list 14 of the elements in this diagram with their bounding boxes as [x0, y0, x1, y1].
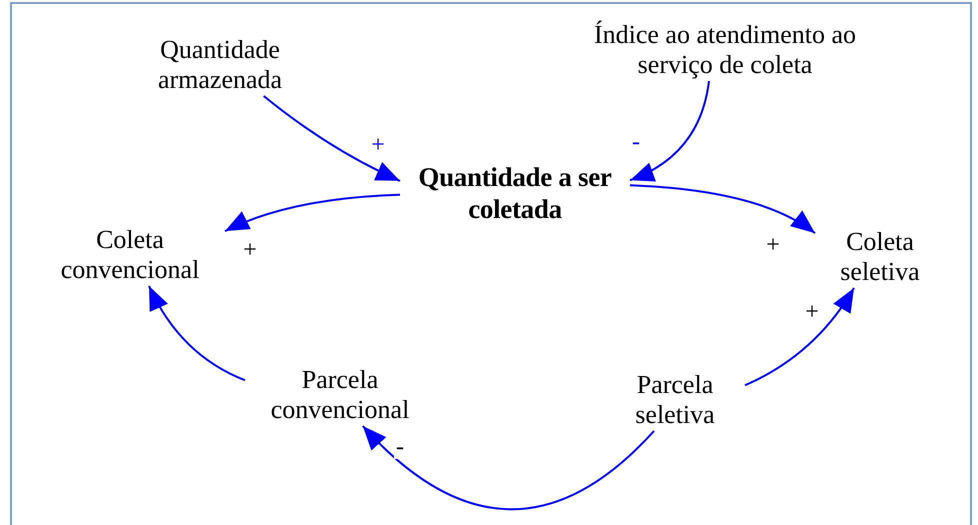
- variable-label: Quantidade armazenada: [125, 35, 315, 96]
- arrow: [362, 425, 655, 510]
- arrow: [224, 194, 400, 232]
- variable-label: Coleta seletiva: [815, 227, 945, 288]
- arrow: [148, 286, 246, 382]
- central-variable-label: Quantidade a ser coletada: [400, 162, 630, 226]
- variable-label: Índice ao atendimento ao serviço de coleta: [565, 20, 885, 81]
- arrow: [744, 287, 855, 386]
- arrow: [630, 80, 710, 182]
- variable-label: Parcela seletiva: [605, 370, 745, 431]
- arrow: [263, 95, 400, 182]
- arrow: [630, 184, 816, 234]
- variable-label: Parcela convencional: [245, 365, 435, 426]
- variable-label: Coleta convencional: [35, 225, 225, 286]
